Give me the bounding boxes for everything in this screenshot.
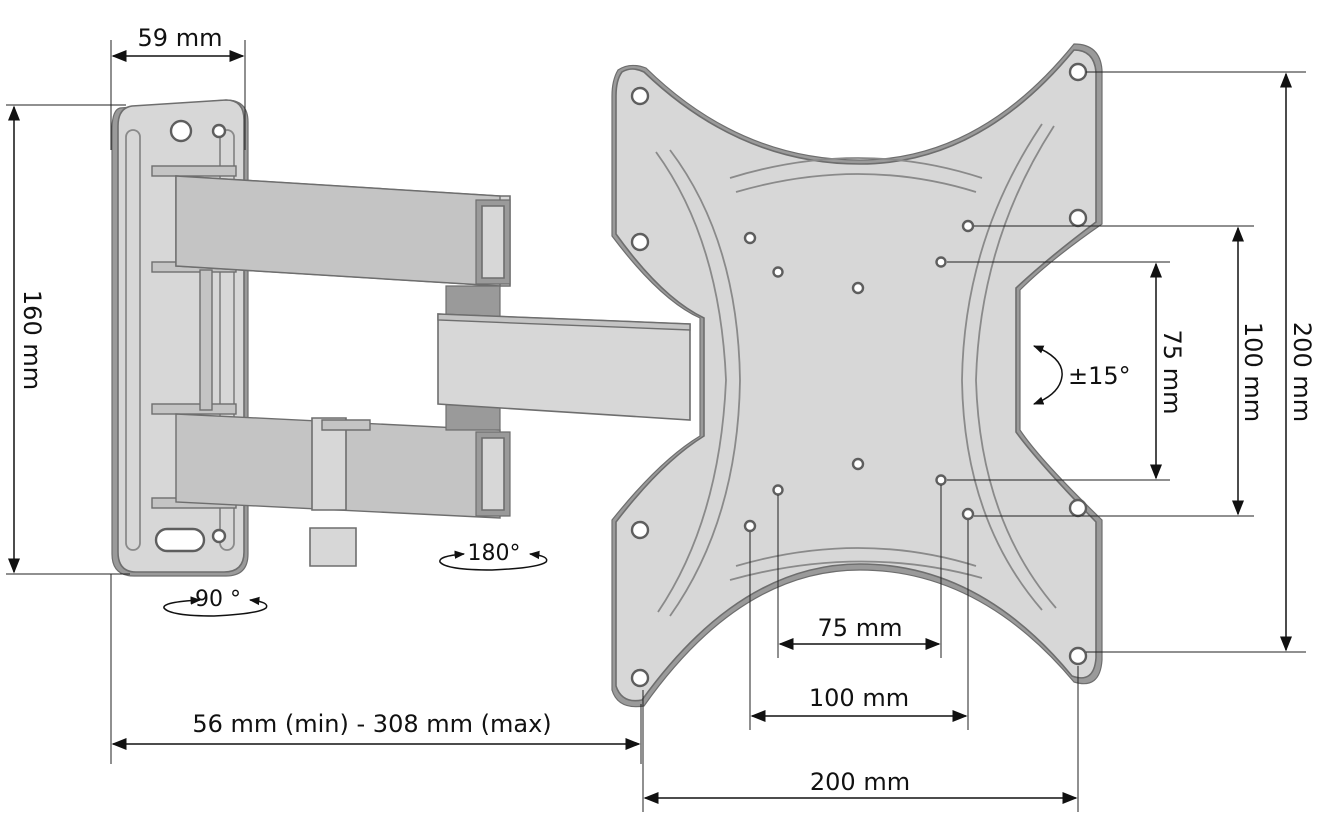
label-rotation-180: 180° (468, 541, 521, 566)
dimension-hole-h-100: 100 mm (749, 520, 969, 730)
label-hole-h-200: 200 mm (810, 768, 910, 796)
dimension-hole-v-200: 200 mm (1086, 71, 1316, 653)
rotation-180-indicator: 180° (439, 541, 548, 571)
label-hole-h-100: 100 mm (809, 684, 909, 712)
vesa-plate (611, 43, 1103, 708)
label-tilt: ±15° (1068, 362, 1131, 390)
middle-arm (437, 285, 691, 431)
upper-arm (175, 175, 511, 287)
label-rotation-90: 90 ° (195, 587, 241, 612)
label-hole-v-100: 100 mm (1239, 322, 1267, 422)
label-hole-v-75: 75 mm (1158, 330, 1186, 415)
dimension-extension: 56 mm (min) - 308 mm (max) (110, 574, 642, 764)
dimension-wall-height: 160 mm (6, 104, 130, 575)
dimension-hole-v-75: 75 mm (947, 261, 1186, 481)
label-extension: 56 mm (min) - 308 mm (max) (192, 710, 551, 738)
label-hole-h-75: 75 mm (818, 614, 903, 642)
tilt-indicator: ±15° (1033, 345, 1131, 405)
label-wall-height: 160 mm (18, 290, 46, 390)
dimension-hole-h-75: 75 mm (777, 485, 942, 658)
label-wall-depth: 59 mm (138, 24, 223, 52)
dimension-hole-h-200: 200 mm (642, 666, 1079, 812)
label-hole-v-200: 200 mm (1288, 322, 1316, 422)
rotation-90-indicator: 90 ° (163, 587, 268, 617)
dimension-wall-depth: 59 mm (110, 24, 246, 150)
dimension-hole-v-100: 100 mm (974, 225, 1267, 517)
lower-arm (175, 413, 511, 567)
